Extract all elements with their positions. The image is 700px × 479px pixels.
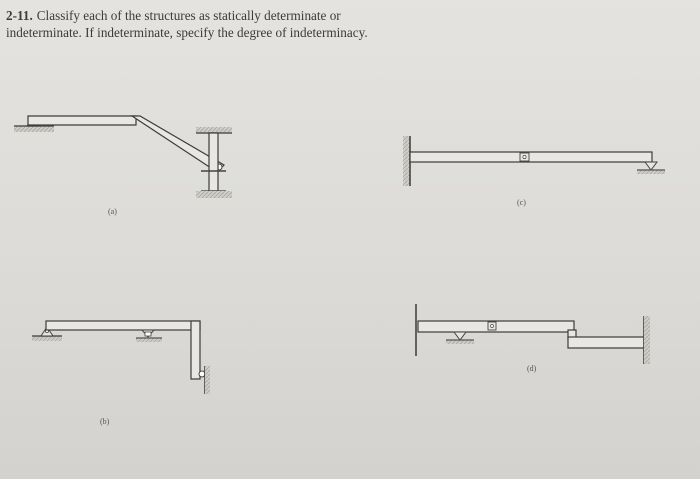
ground-bottom-a <box>196 191 232 198</box>
figure-a-label: (a) <box>108 207 117 216</box>
beam-right-d <box>567 336 645 349</box>
beam-a <box>27 115 137 126</box>
column-a <box>208 132 219 192</box>
column-b <box>190 320 201 380</box>
inclined-member-a <box>129 115 225 173</box>
ground-left-a <box>14 126 54 132</box>
figure-c <box>403 136 665 186</box>
ground-top-a <box>196 127 232 133</box>
rocker-support-c <box>644 161 658 171</box>
beam-c <box>409 151 653 163</box>
ground-left-b <box>32 336 62 341</box>
problem-statement: 2-11.Classify each of the structures as … <box>6 8 376 41</box>
figure-a <box>14 115 232 198</box>
figure-b <box>32 320 210 394</box>
figure-b-label: (b) <box>100 417 110 426</box>
figure-d <box>415 304 650 364</box>
roller-b <box>198 370 206 378</box>
beam-b <box>45 320 201 331</box>
problem-number: 2-11. <box>6 8 33 23</box>
wall-c <box>403 136 410 186</box>
figure-d-label: (d) <box>527 364 537 373</box>
figure-c-label: (c) <box>517 198 526 207</box>
problem-text: Classify each of the structures as stati… <box>6 8 368 40</box>
rocker-support-d <box>453 331 467 341</box>
